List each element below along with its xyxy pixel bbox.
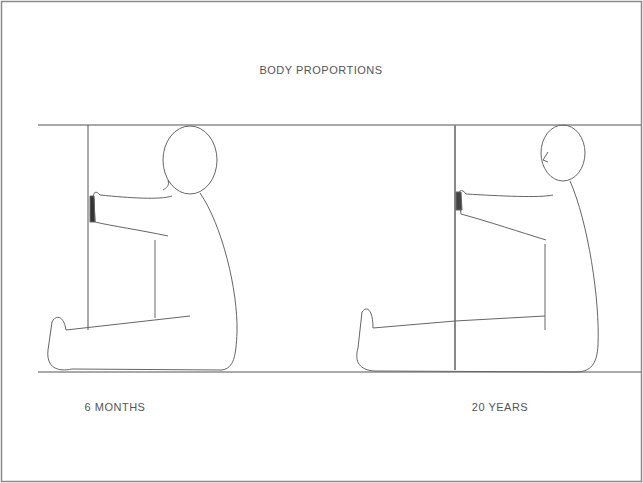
diagram-title: BODY PROPORTIONS — [259, 64, 382, 76]
height-line — [38, 124, 641, 125]
age-label: 6 MONTHS — [85, 401, 146, 413]
baby-figure — [48, 125, 237, 370]
adult-figure — [357, 125, 598, 372]
age-label: 20 YEARS — [472, 401, 528, 413]
